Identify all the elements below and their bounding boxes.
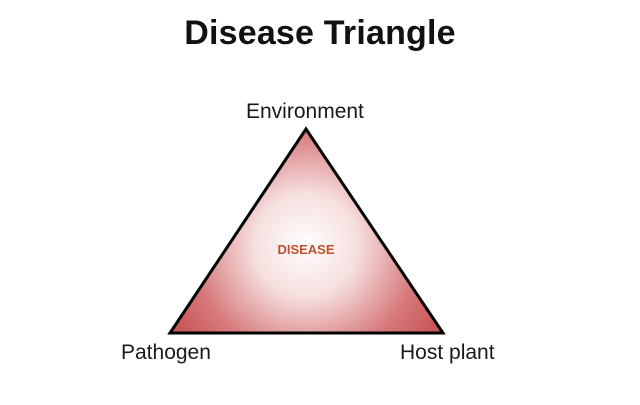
center-label-disease: DISEASE (277, 242, 335, 257)
vertex-label-environment: Environment (246, 100, 364, 123)
diagram-title: Disease Triangle (184, 14, 456, 52)
vertex-label-host-plant: Host plant (400, 341, 495, 364)
vertex-label-pathogen: Pathogen (121, 341, 211, 364)
